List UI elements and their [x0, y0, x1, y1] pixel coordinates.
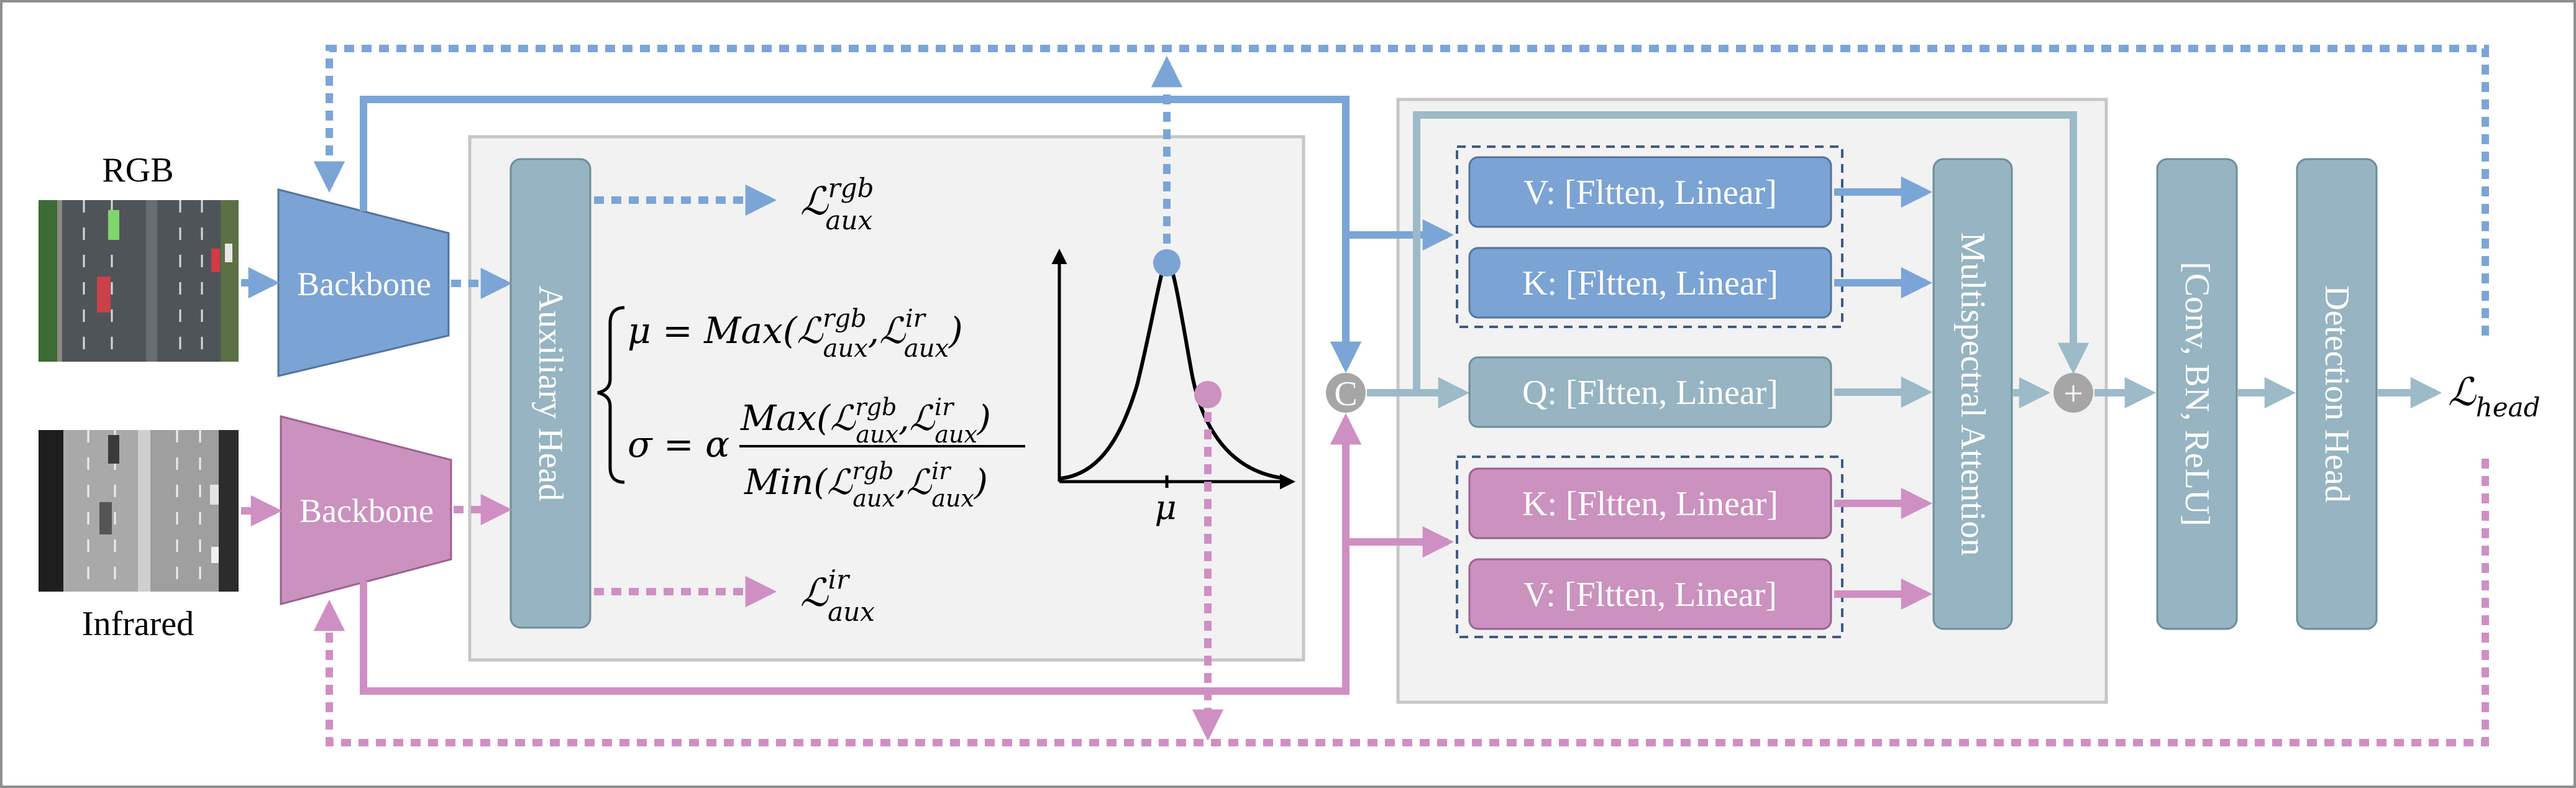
sigma-lhs: σ = α — [628, 423, 729, 465]
add-symbol: + — [2063, 375, 2083, 413]
detection-label: Detection Head — [2318, 285, 2356, 503]
rgb-k-block — [1468, 247, 1832, 319]
ir-k-block — [1468, 467, 1832, 539]
q-block — [1468, 356, 1832, 428]
ir-backbone-label: Backbone — [299, 492, 434, 529]
concat-symbol: C — [1334, 375, 1357, 413]
infrared-label: Infrared — [82, 605, 194, 643]
rgb-feedback-loop — [313, 45, 2489, 336]
attention-label: Multispectral Attention — [1953, 232, 1992, 556]
rgb-v-block — [1468, 156, 1832, 228]
point-ir — [1194, 381, 1222, 408]
ir-v-label: V: [Fltten, Linear] — [1523, 575, 1777, 614]
concat-node — [1326, 373, 1366, 413]
auxiliary-head-label: Auxiliary Head — [531, 286, 570, 502]
rgb-backbone-label: Backbone — [297, 265, 431, 303]
conv-bn-relu-block — [2156, 158, 2238, 630]
ir-k-label: K: [Fltten, Linear] — [1522, 485, 1778, 523]
q-label: Q: [Fltten, Linear] — [1522, 373, 1778, 412]
rgb-image — [39, 200, 239, 362]
auxiliary-head — [509, 158, 591, 629]
peak-point-rgb — [1153, 249, 1181, 277]
conv-label: [Conv, BN, ReLU] — [2178, 262, 2216, 526]
add-node — [2053, 373, 2093, 413]
equation-brace — [597, 306, 625, 484]
ir-backbone — [280, 415, 452, 605]
mu-axis-label: μ — [1154, 488, 1176, 527]
ir-feature-path — [360, 413, 1362, 695]
rgb-backbone — [277, 188, 450, 377]
residual-skip-path — [1413, 111, 2090, 393]
rgb-label: RGB — [102, 151, 173, 190]
rgb-k-label: K: [Fltten, Linear] — [1522, 264, 1778, 303]
rgb-v-label: V: [Fltten, Linear] — [1523, 173, 1777, 212]
gaussian-plot: μ — [1051, 249, 1295, 527]
multispectral-attention — [1932, 158, 2013, 630]
infrared-image — [39, 430, 239, 592]
ir-v-block — [1468, 558, 1832, 630]
detection-head — [2296, 158, 2378, 630]
ir-feedback-loop — [313, 459, 2489, 746]
head-loss: ℒhead — [2448, 369, 2541, 423]
